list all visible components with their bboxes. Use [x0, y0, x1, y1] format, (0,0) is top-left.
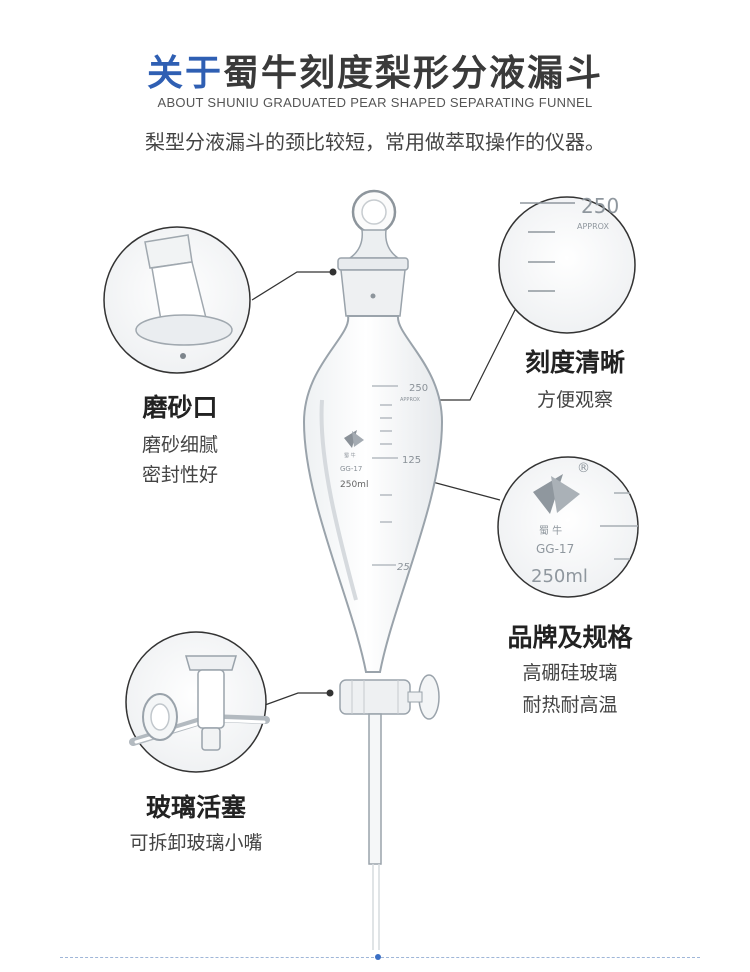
feature-stopcock: 玻璃活塞 可拆卸玻璃小嘴	[96, 788, 296, 858]
stopper	[337, 189, 409, 317]
feature-stopcock-line1: 可拆卸玻璃小嘴	[129, 832, 263, 854]
zoom-model: GG-17	[536, 542, 574, 556]
zoom-capacity: 250ml	[531, 566, 588, 587]
feature-ground-mouth: 磨砂口 磨砂细腻 密封性好	[100, 388, 260, 490]
feature-brand-line1: 高硼硅玻璃	[522, 662, 618, 684]
feature-graduation-title: 刻度清晰	[524, 348, 625, 377]
body-capacity: 250ml	[340, 480, 368, 490]
zoom-scale-value: 250	[581, 194, 619, 218]
zoom-stopcock	[125, 631, 270, 773]
bottom-divider-dot	[375, 954, 381, 960]
connector-ground-mouth	[251, 271, 333, 301]
feature-stopcock-title: 玻璃活塞	[145, 793, 246, 822]
feature-ground-mouth-line1: 磨砂细腻	[141, 434, 218, 456]
feature-brand: 品牌及规格 高硼硅玻璃 耐热耐高温	[480, 618, 660, 720]
body-brand-logo-icon	[344, 430, 364, 448]
feature-graduation-line1: 方便观察	[536, 389, 613, 411]
page-subtitle: ABOUT SHUNIU GRADUATED PEAR SHAPED SEPAR…	[157, 95, 593, 110]
body-scale-marks	[372, 385, 398, 566]
body-mark-25: 25	[397, 562, 410, 573]
body-logo-text: 蜀 牛	[344, 452, 356, 459]
zoom-graduation	[498, 196, 636, 334]
feature-ground-mouth-line2: 密封性好	[141, 464, 218, 486]
body-mark-125: 125	[402, 455, 421, 466]
title-accent: 关于	[146, 53, 223, 94]
body-model: GG-17	[340, 465, 362, 473]
feature-brand-line2: 耐热耐高温	[522, 694, 618, 716]
feature-graduation: 刻度清晰 方便观察	[495, 343, 655, 415]
funnel-stem	[368, 713, 382, 865]
zoom-ground-mouth	[103, 226, 251, 374]
zoom-scale-approx: APPROX	[577, 222, 609, 231]
page-description: 梨型分液漏斗的颈比较短，常用做萃取操作的仪器。	[145, 130, 605, 154]
page-title: 关于蜀牛刻度梨形分液漏斗	[0, 44, 750, 96]
zoom-brand	[497, 456, 639, 598]
zoom-registered-mark: ®	[577, 461, 590, 476]
body-mark-approx: APPROX	[400, 397, 421, 403]
funnel-body	[302, 315, 444, 673]
title-rest: 蜀牛刻度梨形分液漏斗	[223, 53, 604, 94]
feature-brand-title: 品牌及规格	[507, 623, 633, 652]
zoom-logo-text: 蜀 牛	[539, 524, 562, 537]
feature-ground-mouth-title: 磨砂口	[142, 393, 218, 422]
body-highlight	[319, 399, 358, 601]
stopcock	[339, 674, 440, 720]
connector-stopcock	[264, 692, 330, 706]
body-mark-250: 250	[409, 383, 428, 394]
